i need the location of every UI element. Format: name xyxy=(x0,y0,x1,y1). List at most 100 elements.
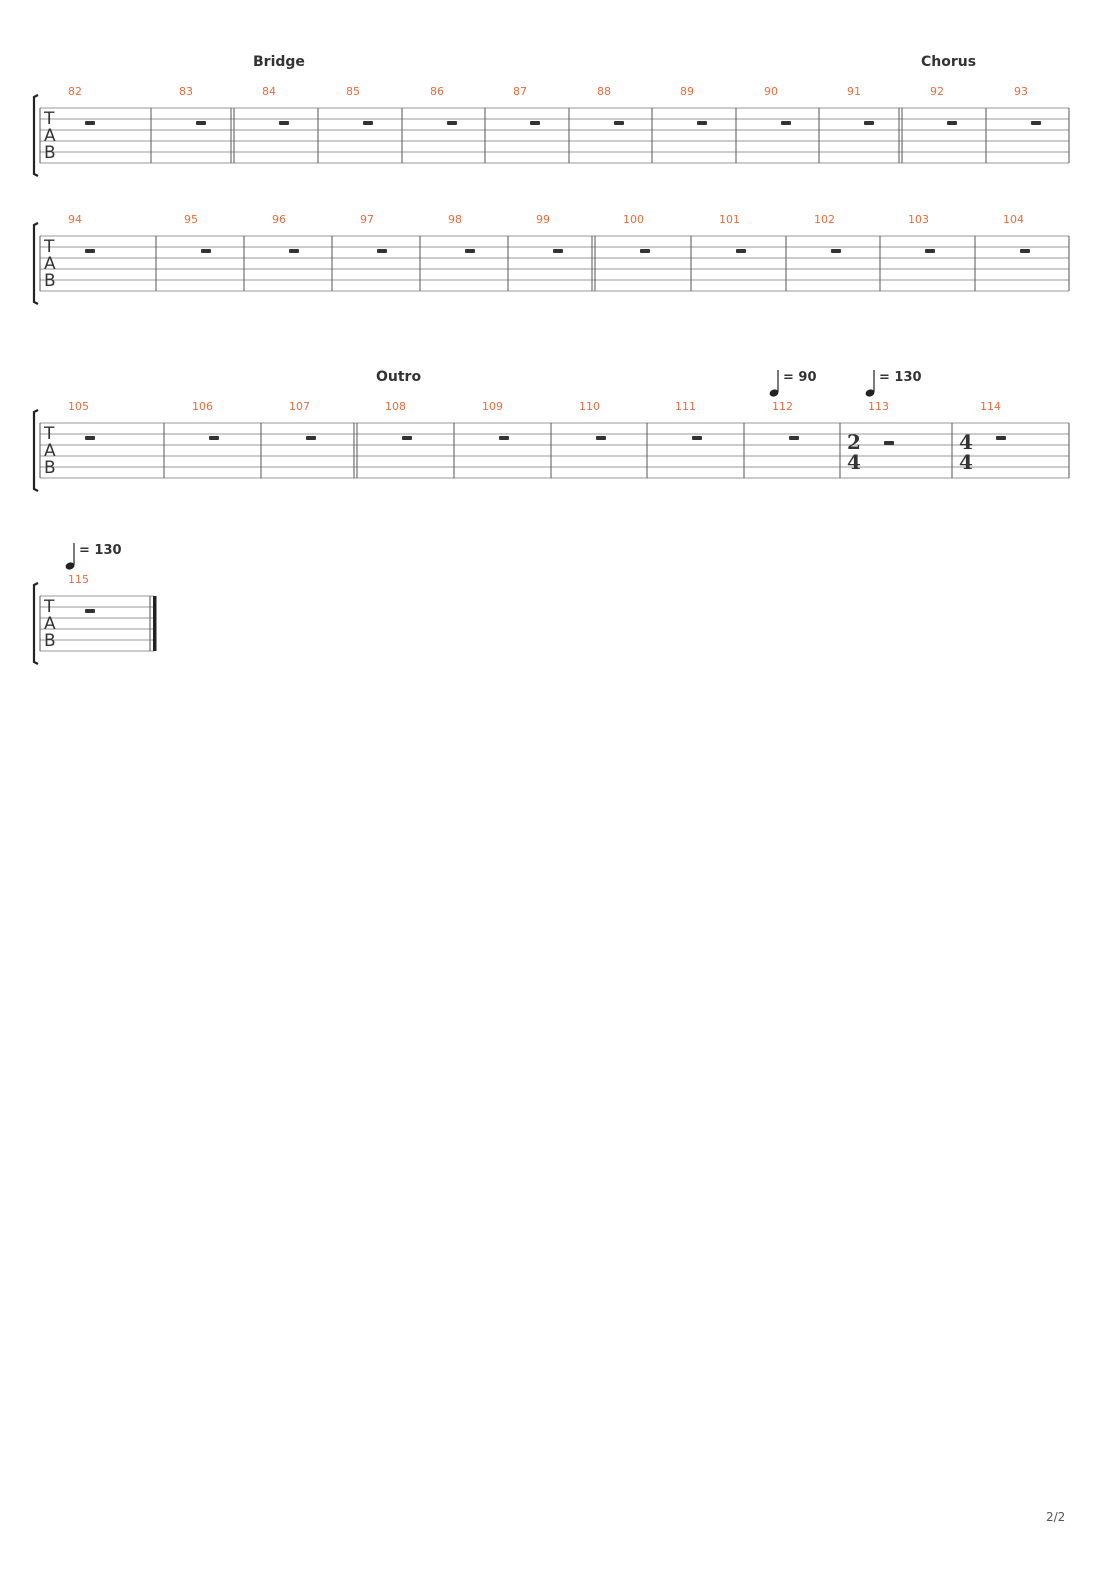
rest-icon xyxy=(85,609,95,613)
rest-icon xyxy=(736,249,746,253)
tempo-marking: = 130 xyxy=(79,543,122,558)
rest-icon xyxy=(306,436,316,440)
rest-icon xyxy=(289,249,299,253)
measure-number: 114 xyxy=(980,400,1001,413)
rest-icon xyxy=(85,436,95,440)
tab-clef-letter: B xyxy=(44,631,56,651)
tab-clef-letter: A xyxy=(44,254,56,274)
measure-number: 98 xyxy=(448,213,462,226)
section-label: Outro xyxy=(376,369,421,385)
rest-icon xyxy=(85,249,95,253)
final-barline-thick xyxy=(153,596,157,651)
measure-number: 94 xyxy=(68,213,82,226)
measure-number: 93 xyxy=(1014,85,1028,98)
measure-number: 106 xyxy=(192,400,213,413)
rest-icon xyxy=(363,121,373,125)
rest-icon xyxy=(596,436,606,440)
section-label: Bridge xyxy=(253,54,305,70)
tab-clef-letter: A xyxy=(44,614,56,634)
rest-icon xyxy=(697,121,707,125)
tempo-marking: = 90 xyxy=(783,370,817,385)
measure-number: 105 xyxy=(68,400,89,413)
rest-icon xyxy=(499,436,509,440)
measure-number: 88 xyxy=(597,85,611,98)
rest-icon xyxy=(925,249,935,253)
measure-number: 109 xyxy=(482,400,503,413)
tab-clef-letter: A xyxy=(44,441,56,461)
page-indicator: 2/2 xyxy=(1046,1510,1066,1524)
measure-number: 82 xyxy=(68,85,82,98)
measure-number: 100 xyxy=(623,213,644,226)
rest-icon xyxy=(465,249,475,253)
rest-icon xyxy=(692,436,702,440)
measure-number: 102 xyxy=(814,213,835,226)
tab-clef-letter: B xyxy=(44,143,56,163)
time-signature-bottom: 4 xyxy=(959,450,973,474)
measure-number: 85 xyxy=(346,85,360,98)
rest-icon xyxy=(614,121,624,125)
measure-number: 92 xyxy=(930,85,944,98)
tab-clef-letter: T xyxy=(43,237,55,257)
tab-clef-letter: A xyxy=(44,126,56,146)
section-label: Chorus xyxy=(921,54,976,70)
tab-clef-letter: T xyxy=(43,597,55,617)
rest-icon xyxy=(402,436,412,440)
rest-icon xyxy=(279,121,289,125)
rest-icon xyxy=(640,249,650,253)
rest-icon xyxy=(789,436,799,440)
rest-icon xyxy=(85,121,95,125)
system-bracket xyxy=(32,222,39,305)
measure-number: 103 xyxy=(908,213,929,226)
time-signature-top: 4 xyxy=(959,430,973,454)
tab-clef-letter: T xyxy=(43,424,55,444)
measure-number: 84 xyxy=(262,85,276,98)
system-bracket xyxy=(32,582,39,665)
measure-number: 112 xyxy=(772,400,793,413)
system-bracket xyxy=(32,94,39,177)
rest-icon xyxy=(781,121,791,125)
rest-icon xyxy=(884,441,894,445)
rest-icon xyxy=(196,121,206,125)
rest-icon xyxy=(1031,121,1041,125)
time-signature-bottom: 4 xyxy=(847,450,861,474)
measure-number: 91 xyxy=(847,85,861,98)
system-bracket xyxy=(32,409,39,492)
rest-icon xyxy=(947,121,957,125)
measure-number: 107 xyxy=(289,400,310,413)
rest-icon xyxy=(553,249,563,253)
measure-number: 113 xyxy=(868,400,889,413)
measure-number: 95 xyxy=(184,213,198,226)
measure-number: 89 xyxy=(680,85,694,98)
tab-clef-letter: B xyxy=(44,271,56,291)
rest-icon xyxy=(864,121,874,125)
rest-icon xyxy=(1020,249,1030,253)
quarter-note-icon xyxy=(865,389,875,397)
measure-number: 86 xyxy=(430,85,444,98)
tab-clef-letter: T xyxy=(43,109,55,129)
measure-number: 110 xyxy=(579,400,600,413)
tab-clef-letter: B xyxy=(44,458,56,478)
measure-number: 90 xyxy=(764,85,778,98)
quarter-note-icon xyxy=(65,562,75,570)
measure-number: 104 xyxy=(1003,213,1024,226)
measure-number: 108 xyxy=(385,400,406,413)
measure-number: 99 xyxy=(536,213,550,226)
rest-icon xyxy=(377,249,387,253)
time-signature-top: 2 xyxy=(847,430,861,454)
rest-icon xyxy=(831,249,841,253)
measure-number: 115 xyxy=(68,573,89,586)
rest-icon xyxy=(447,121,457,125)
measure-number: 97 xyxy=(360,213,374,226)
measure-number: 87 xyxy=(513,85,527,98)
measure-number: 96 xyxy=(272,213,286,226)
rest-icon xyxy=(996,436,1006,440)
measure-number: 111 xyxy=(675,400,696,413)
rest-icon xyxy=(530,121,540,125)
measure-number: 101 xyxy=(719,213,740,226)
rest-icon xyxy=(209,436,219,440)
rest-icon xyxy=(201,249,211,253)
quarter-note-icon xyxy=(769,389,779,397)
measure-number: 83 xyxy=(179,85,193,98)
tempo-marking: = 130 xyxy=(879,370,922,385)
